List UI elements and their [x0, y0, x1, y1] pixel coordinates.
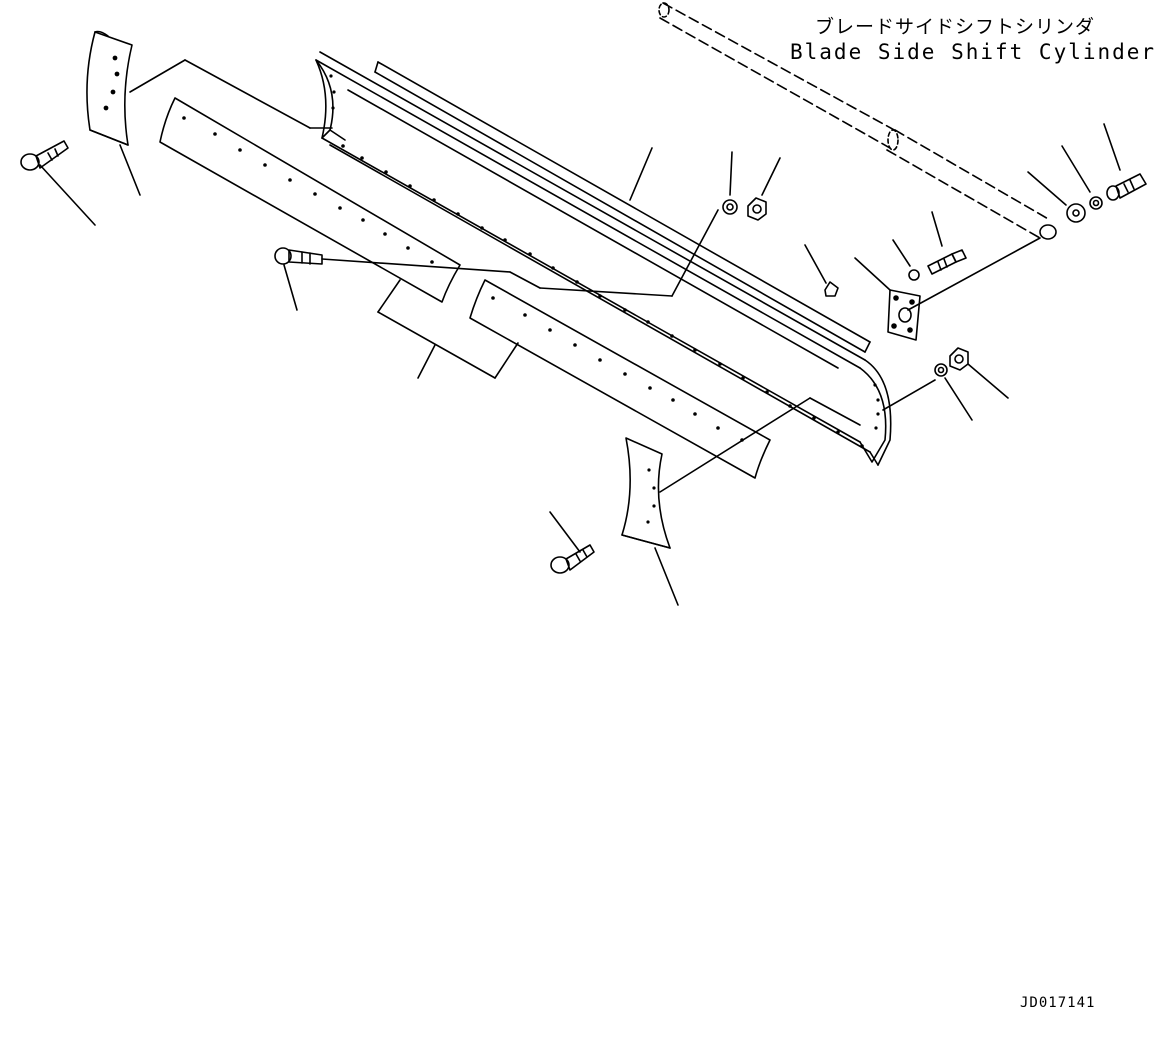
cylinder-label-english: Blade Side Shift Cylinder — [790, 40, 1157, 64]
plow-bolt-right — [550, 512, 594, 573]
cylinder-hardware — [1028, 124, 1146, 222]
bolt-washer-plate — [893, 212, 966, 280]
plow-bolt-middle — [275, 210, 718, 310]
plow-bolt-left — [21, 141, 95, 225]
stud — [805, 245, 838, 296]
end-bit-left — [87, 32, 332, 196]
washer-nut-lower — [883, 348, 1008, 420]
drawing-id: JD017141 — [1020, 995, 1096, 1011]
cylinder-label-japanese: ブレードサイドシフトシリンダ — [814, 16, 1095, 38]
cutting-edge-upper — [160, 98, 460, 302]
cutting-edge-leader — [378, 280, 518, 378]
end-bit-right — [622, 398, 860, 605]
blade-moldboard — [316, 52, 891, 465]
mounting-plate — [855, 258, 920, 340]
blade-side-shift-cylinder — [659, 3, 1056, 310]
washer-nut-upper — [723, 152, 780, 220]
